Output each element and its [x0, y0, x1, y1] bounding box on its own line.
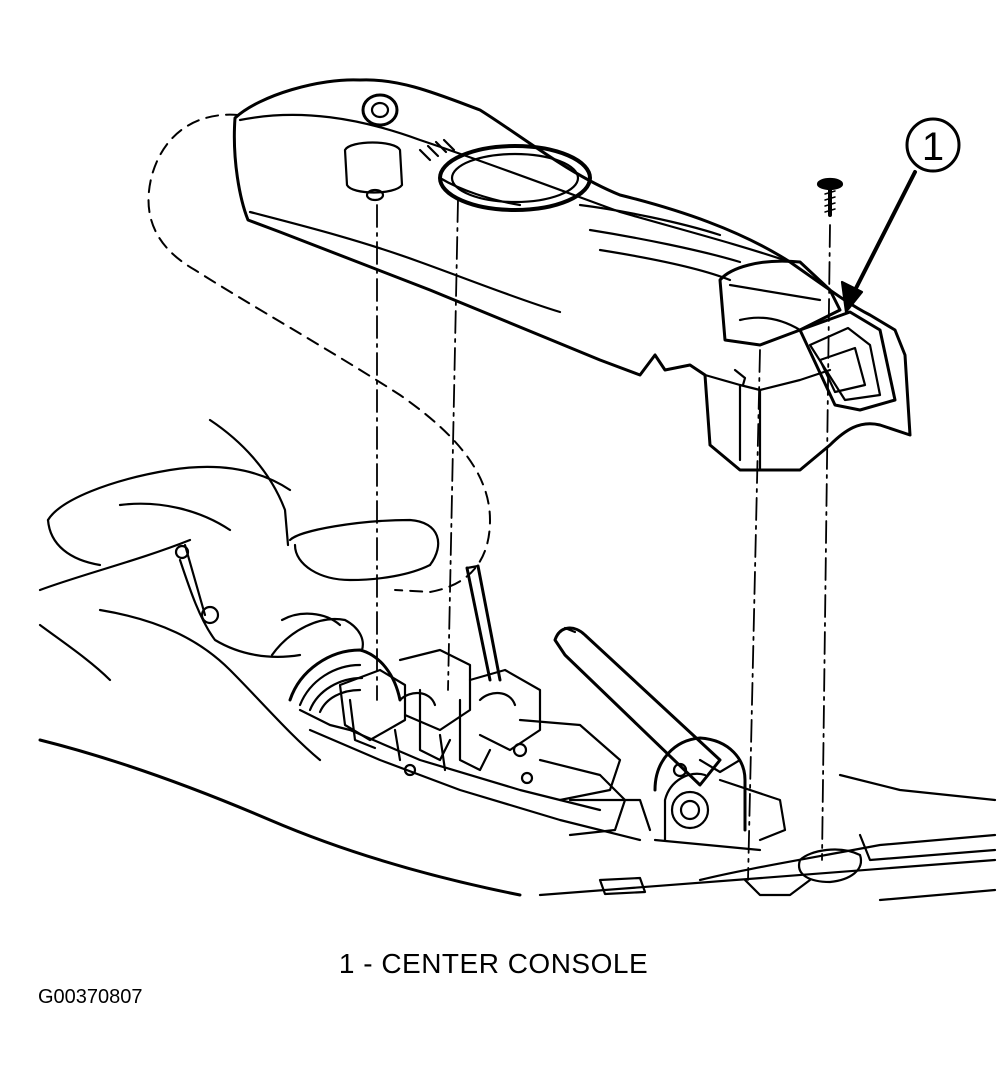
callout-1: 1	[840, 117, 961, 314]
alignment-lines	[376, 199, 831, 881]
figure-caption: 1 - CENTER CONSOLE	[0, 948, 997, 980]
screw	[816, 177, 844, 217]
instrument-panel-outline	[147, 113, 491, 593]
figure-id: G00370807	[38, 986, 143, 1008]
center-console	[232, 78, 912, 472]
callout-1-number: 1	[922, 125, 944, 169]
caption-text: 1 - CENTER CONSOLE	[338, 948, 649, 979]
parking-brake	[553, 626, 787, 852]
shifter-assembly	[270, 564, 652, 842]
floor-pan	[38, 418, 997, 902]
